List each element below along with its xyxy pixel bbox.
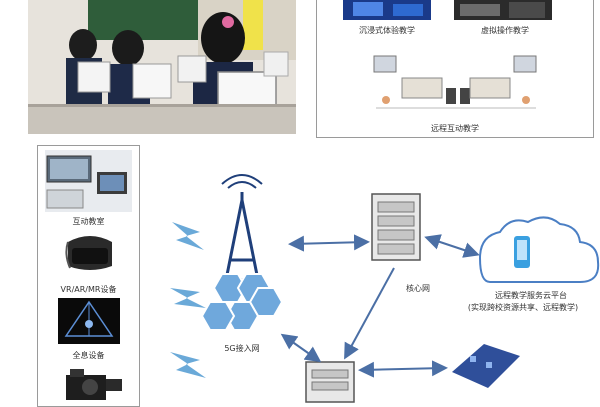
- access-network-label: 5G接入网: [224, 344, 260, 353]
- lightning-icon-2: [170, 288, 206, 308]
- remote-teaching-art: [366, 48, 546, 116]
- vr-headset-icon: [62, 228, 118, 280]
- camera-device-icon: [60, 365, 126, 400]
- arrow-tower-edge: [280, 333, 322, 363]
- vr-headset-photo: [62, 228, 118, 280]
- core-server-icon: [371, 193, 421, 261]
- edge-server-icon: [305, 361, 355, 403]
- immersive-label: 沉浸式体验教学: [359, 26, 415, 35]
- camera-photo: [60, 365, 126, 400]
- vr-label: VR/AR/MR设备: [60, 285, 117, 294]
- hologram-photo: [58, 298, 120, 344]
- interactive-classroom-art: [45, 150, 132, 212]
- cloud-platform-label: 远程教学服务云平台: [495, 291, 567, 300]
- classroom-photo: [28, 0, 296, 134]
- interactive-classroom-label: 互动教室: [72, 217, 105, 226]
- immersive-photo: [343, 0, 431, 20]
- hologram-label: 全息设备: [72, 351, 105, 360]
- lightning-icon-3: [170, 352, 206, 378]
- virtual-label: 虚拟操作教学: [481, 26, 529, 35]
- cloud-platform-sublabel: (实现跨校资源共享、远程教学): [467, 303, 579, 312]
- interactive-classroom-photo: [45, 150, 132, 212]
- iot-device-icon: [452, 344, 520, 388]
- hex-cluster: [200, 273, 284, 331]
- classroom-photo-art: [28, 0, 296, 134]
- arrow-core-cloud: [424, 234, 480, 258]
- core-network-label: 核心网: [406, 284, 430, 293]
- arrow-edge-iot: [358, 360, 448, 378]
- lightning-icon-1: [172, 222, 204, 250]
- remote-label: 远程互动教学: [431, 124, 479, 133]
- remote-teaching-illustration: [366, 48, 546, 116]
- cloud-icon: [478, 216, 600, 283]
- arrow-tower-core: [288, 234, 370, 252]
- teaching-modes-panel: [316, 0, 594, 138]
- virtual-photo-art: [454, 0, 552, 20]
- arrow-core-edge: [344, 267, 395, 360]
- virtual-photo: [454, 0, 552, 20]
- immersive-photo-art: [343, 0, 431, 20]
- hologram-device-icon: [58, 298, 120, 344]
